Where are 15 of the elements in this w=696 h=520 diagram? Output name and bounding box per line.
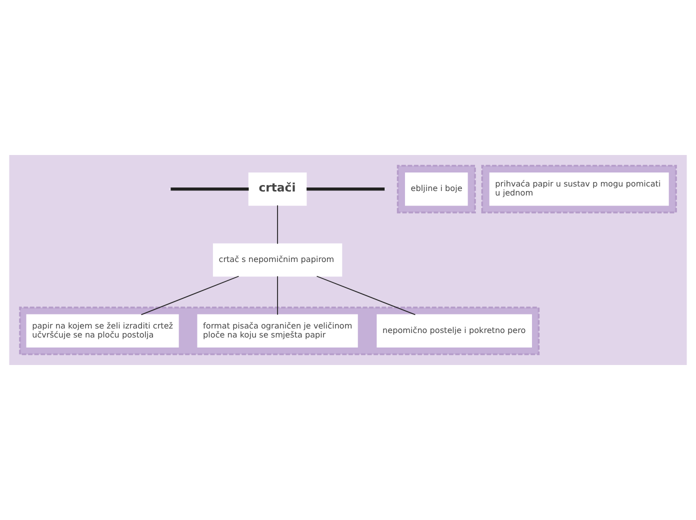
node-box: prihvaća papir u sustav p mogu pomicati u jednom [489,172,669,206]
cluster [481,164,677,214]
connector [316,276,416,316]
node-box: format pisača ograničen je veličinom ploče na koju se smješta papir [197,314,358,348]
connector [277,204,278,244]
cluster [396,164,476,214]
connector [277,276,278,316]
connector [170,188,249,191]
node-box: ebljine i boje [404,172,468,206]
node-box: crtači [248,172,307,206]
connector [140,276,240,316]
node-box: nepomično postelje i pokretno pero [376,314,532,348]
node-box: papir na kojem se želi izraditi crtež učvršćuje se na ploču postolja [26,314,179,348]
node-box: crtač s nepomičnim papirom [212,243,342,277]
cluster [19,306,540,356]
